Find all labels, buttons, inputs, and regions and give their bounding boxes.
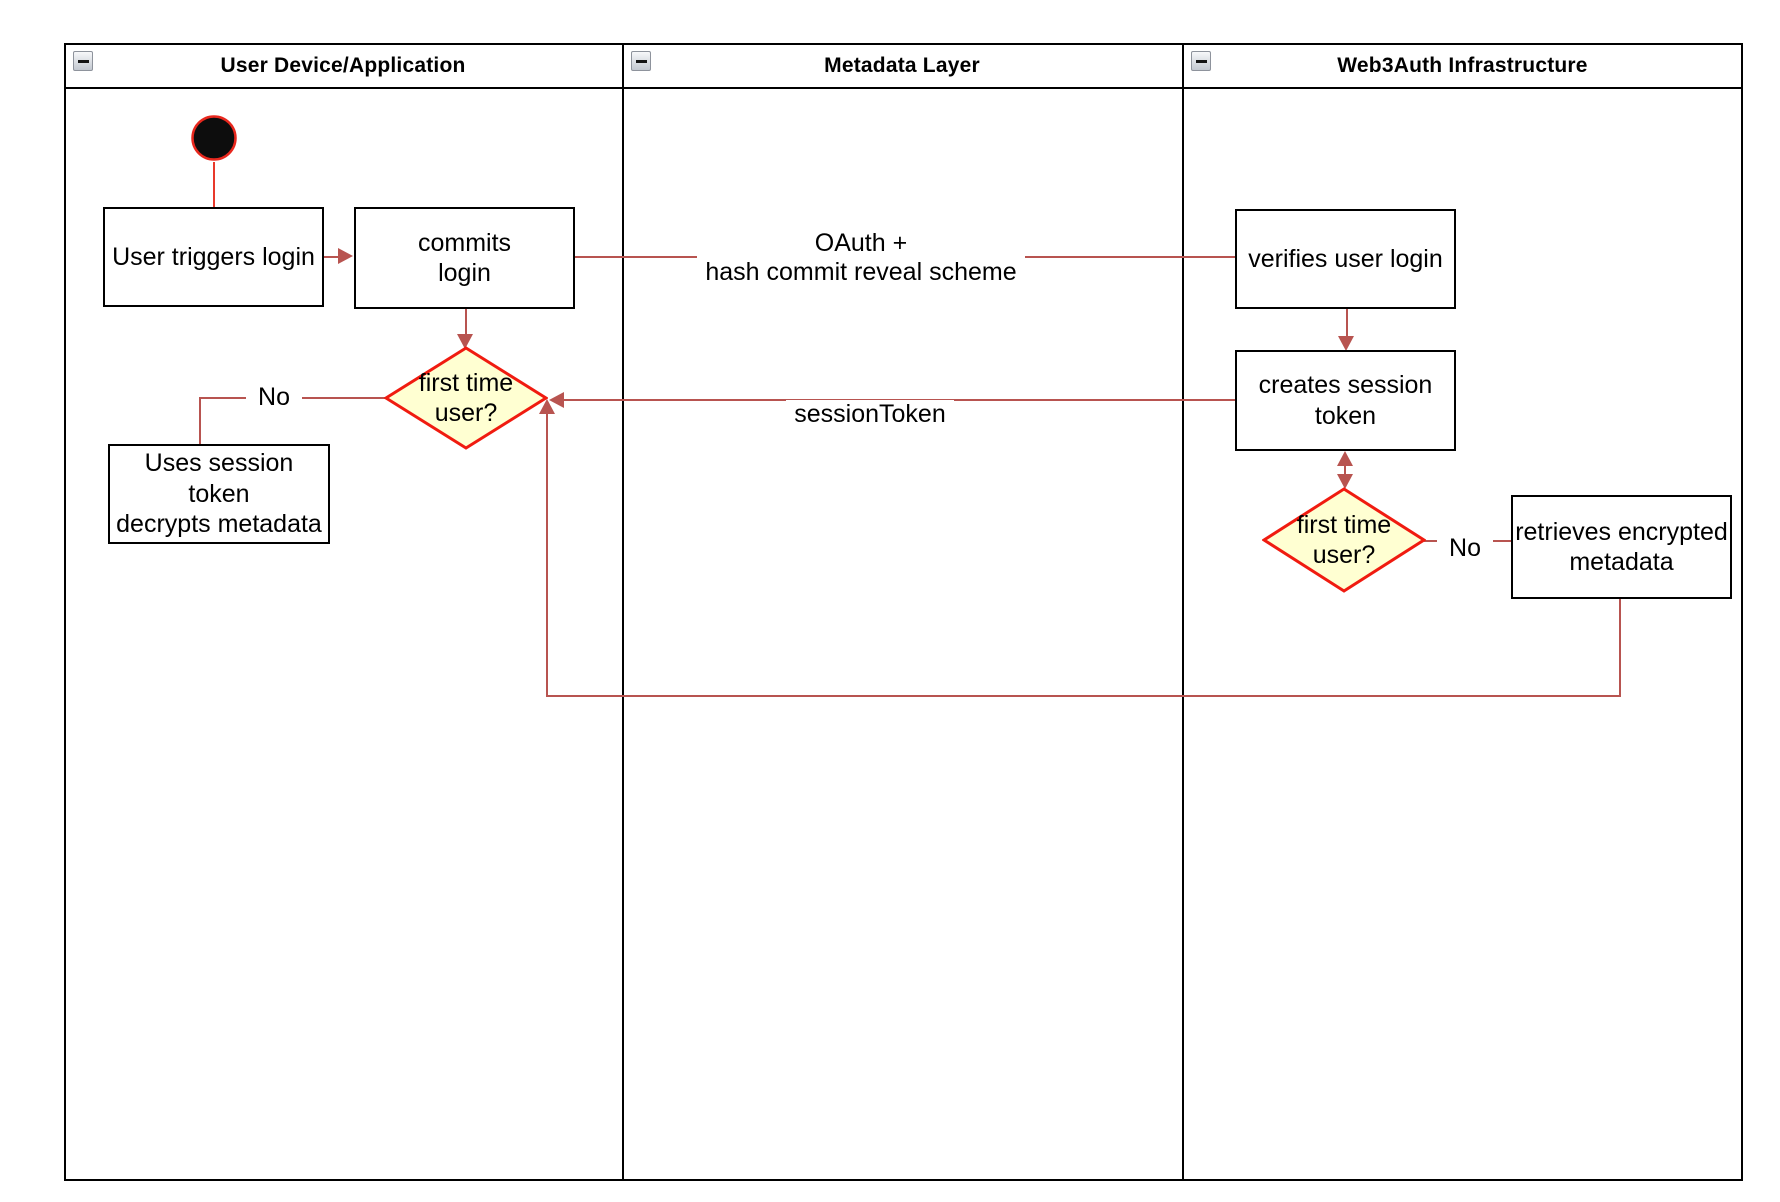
lane-divider-1	[622, 43, 624, 1181]
arrowhead-down-icon	[1337, 474, 1353, 489]
decision-label-2: first time user?	[1296, 511, 1392, 569]
lane-header-web3auth[interactable]: Web3Auth Infrastructure	[1182, 45, 1743, 87]
lane-title-web3auth: Web3Auth Infrastructure	[1337, 54, 1588, 77]
minus-glyph	[635, 59, 647, 63]
edge-label-no-right[interactable]: No	[1437, 534, 1493, 562]
edge-feedback-left-vertical	[546, 413, 548, 697]
initial-node[interactable]	[188, 112, 240, 164]
collapse-icon[interactable]	[631, 51, 651, 71]
arrowhead-down-icon	[1338, 336, 1354, 351]
lane-divider-2	[1182, 43, 1184, 1181]
lane-title-user-device: User Device/Application	[220, 54, 466, 77]
collapse-icon[interactable]	[1191, 51, 1211, 71]
lane-header-user-device[interactable]: User Device/Application	[64, 45, 622, 87]
minus-glyph	[1195, 59, 1207, 63]
decision-diamond-1[interactable]	[384, 346, 548, 450]
minus-glyph	[77, 59, 89, 63]
node-creates-session-token[interactable]: creates session token	[1235, 350, 1456, 451]
edge-verifies-to-creates	[1346, 309, 1348, 337]
edge-commits-to-decision1	[465, 309, 467, 335]
node-uses-session-token[interactable]: Uses session token decrypts metadata	[108, 444, 330, 544]
lane-header-metadata-layer[interactable]: Metadata Layer	[622, 45, 1182, 87]
lane-title-metadata-layer: Metadata Layer	[824, 54, 980, 77]
decision-label-1: first time user?	[418, 369, 514, 427]
edge-label-session-token[interactable]: sessionToken	[786, 400, 954, 430]
edge-creates-to-decision2	[1344, 463, 1346, 477]
lane-header-separator	[64, 87, 1743, 89]
decision-diamond-2[interactable]	[1262, 487, 1426, 593]
node-user-triggers-login[interactable]: User triggers login	[103, 207, 324, 307]
edge-feedback-horizontal	[546, 695, 1621, 697]
collapse-icon[interactable]	[73, 51, 93, 71]
edge-label-no-left[interactable]: No	[246, 383, 302, 411]
edge-feedback-right-vertical	[1619, 599, 1621, 697]
edge-decision1-no-vertical	[199, 397, 201, 444]
arrowhead-right-icon	[338, 248, 353, 264]
node-verifies-user-login[interactable]: verifies user login	[1235, 209, 1456, 309]
arrowhead-down-icon	[457, 334, 473, 349]
edge-user-triggers-to-commits	[324, 256, 340, 258]
edge-initial-to-user-triggers	[213, 162, 215, 207]
arrowhead-up-icon	[539, 399, 555, 414]
node-retrieves-encrypted-metadata[interactable]: retrieves encrypted metadata	[1511, 495, 1732, 599]
arrowhead-up-icon	[1337, 451, 1353, 466]
node-commits-login[interactable]: commits login	[354, 207, 575, 309]
edge-label-oauth[interactable]: OAuth + hash commit reveal scheme	[697, 228, 1025, 288]
